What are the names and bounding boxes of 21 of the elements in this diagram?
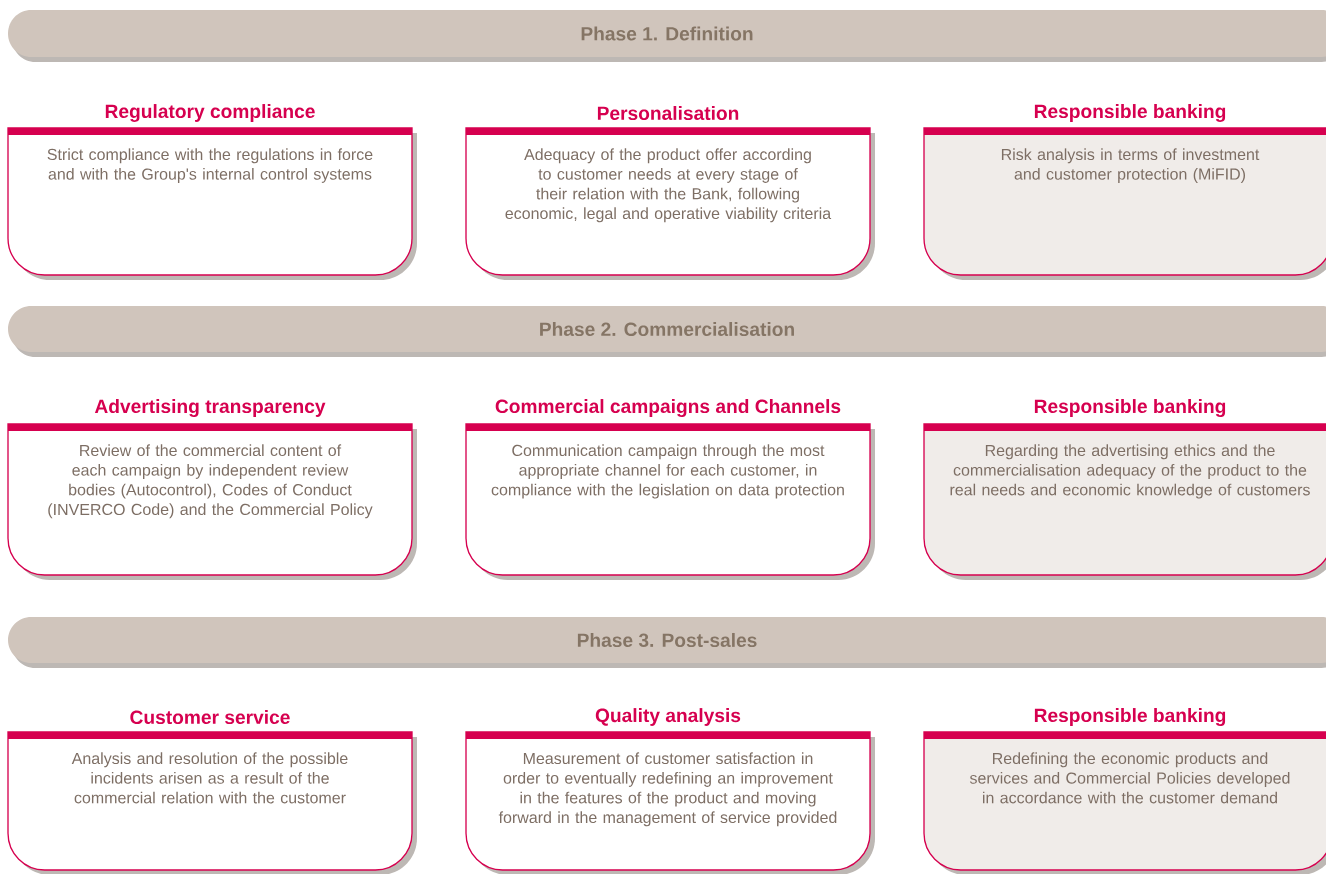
- card: Measurement of customer satisfaction in order to eventually redefining an improvement in the features of the product and moving forward in the management of service provided: [465, 731, 875, 874]
- phase-band: Phase 2. Commercialisation: [8, 306, 1326, 357]
- phase-band: Phase 1. Definition: [8, 10, 1326, 62]
- card-heading: Responsible banking: [1034, 104, 1226, 122]
- card-heading: Commercial campaigns and Channels: [495, 399, 841, 417]
- card: Adequacy of the product offer according to customer needs at every stage of their relation with the Bank, following economic, legal and operative viability criteria: [465, 127, 875, 280]
- card: Strict compliance with the regulations in force and with the Group's internal control systems: [7, 127, 417, 280]
- card: Review of the commercial content of each campaign by independent review bodies (Autocontrol), Codes of Conduct (INVERCO Code) and the Commercial Policy: [7, 423, 417, 580]
- phase-band: Phase 3. Post-sales: [8, 617, 1326, 668]
- card-heading: Regulatory compliance: [105, 104, 315, 122]
- card-heading: Quality analysis: [595, 708, 741, 726]
- card: Redefining the economic products and services and Commercial Policies developed in accordance with the customer demand: [923, 731, 1326, 874]
- card: Analysis and resolution of the possible incidents arisen as a result of the commercial relation with the customer: [7, 731, 417, 874]
- card-heading: Responsible banking: [1034, 708, 1226, 726]
- card: Regarding the advertising ethics and the commercialisation adequacy of the product to the real needs and economic knowledge of customers: [923, 423, 1326, 580]
- card: Risk analysis in terms of investment and customer protection (MiFID): [923, 127, 1326, 280]
- card-heading: Advertising transparency: [94, 399, 326, 417]
- card-heading: Customer service: [130, 710, 290, 725]
- card-heading: Responsible banking: [1034, 399, 1226, 417]
- card: Communication campaign through the most appropriate channel for each customer, in compliance with the legislation on data protection: [465, 423, 875, 580]
- card-heading: Personalisation: [597, 106, 739, 121]
